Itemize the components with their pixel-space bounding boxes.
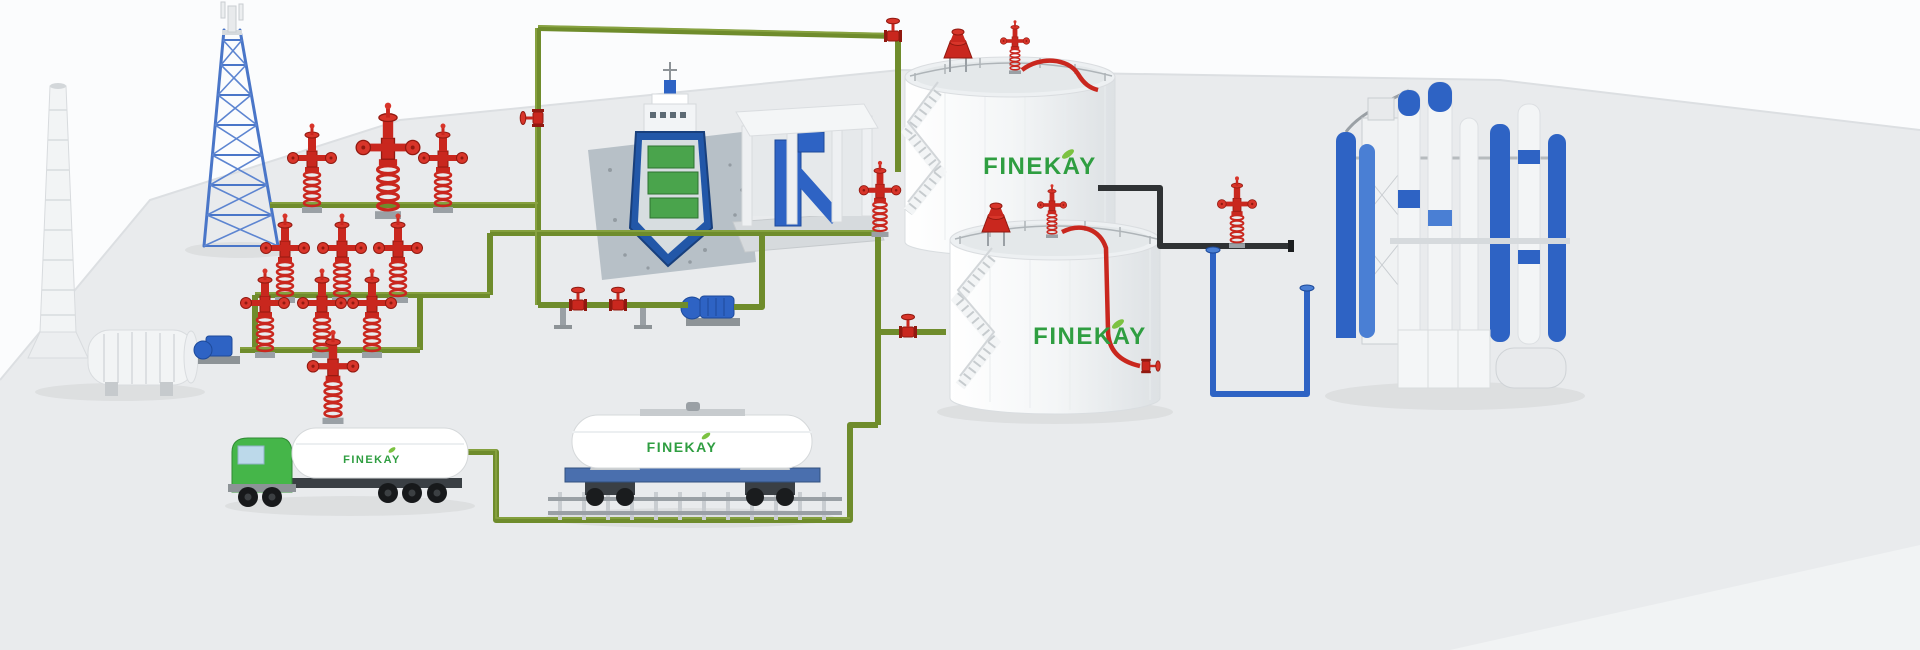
flare-stack (27, 83, 89, 359)
column-6 (1490, 124, 1510, 342)
fractionation-unit (1336, 81, 1570, 389)
export-piping (1098, 175, 1315, 397)
tank-lower-stairs (950, 247, 1002, 390)
tank-upper-logo: FINEKAY (983, 149, 1097, 180)
blue-pipe-loop (1210, 250, 1310, 397)
black-gas-pipe (1098, 185, 1292, 249)
tank-upper-red-pipe (1020, 58, 1099, 93)
column-7 (1517, 103, 1541, 345)
tank-upper-relief-stack (943, 28, 973, 72)
truck-logo: FINEKAY (343, 447, 401, 466)
railcar-logo: FINEKAY (647, 432, 718, 455)
tank-lower-logo: FINEKAY (1033, 319, 1147, 350)
tank-feed-valve (898, 313, 918, 339)
column-2 (1359, 144, 1375, 338)
column-1 (1336, 132, 1356, 338)
rail-track (548, 492, 842, 520)
tanker-truck: FINEKAY (228, 427, 469, 507)
tank-upper-logo-text: FINEKAY (983, 153, 1097, 180)
transfer-pump-center (680, 295, 740, 326)
process-building (732, 103, 885, 253)
tank-top-line-valve (883, 17, 903, 43)
knockout-drum (87, 329, 199, 396)
tank-lower-logo-text: FINEKAY (1033, 323, 1147, 350)
railcar-logo-text: FINEKAY (647, 439, 718, 455)
tank-upper-stairs (901, 81, 948, 216)
green-pipelines (240, 25, 946, 523)
metering-skid (554, 305, 652, 329)
communication-tower (202, 1, 280, 248)
riser-valve (519, 108, 545, 128)
tank-lower-red-pipe (1060, 225, 1141, 369)
transfer-pump-left (193, 335, 240, 364)
tank-lower-red-valve (1140, 358, 1161, 374)
unit-base-skid (1397, 329, 1567, 389)
rail-tank-car: FINEKAY (564, 402, 821, 506)
storage-tank-upper: FINEKAY (901, 19, 1116, 257)
storage-tank-lower: FINEKAY (949, 183, 1161, 415)
column-5 (1459, 117, 1479, 345)
tank-lower-relief-stack (981, 202, 1011, 246)
skid-valve-1 (568, 286, 588, 312)
column-3 (1397, 89, 1421, 343)
skid-valve-2 (608, 286, 628, 312)
truck-logo-text: FINEKAY (343, 454, 401, 466)
